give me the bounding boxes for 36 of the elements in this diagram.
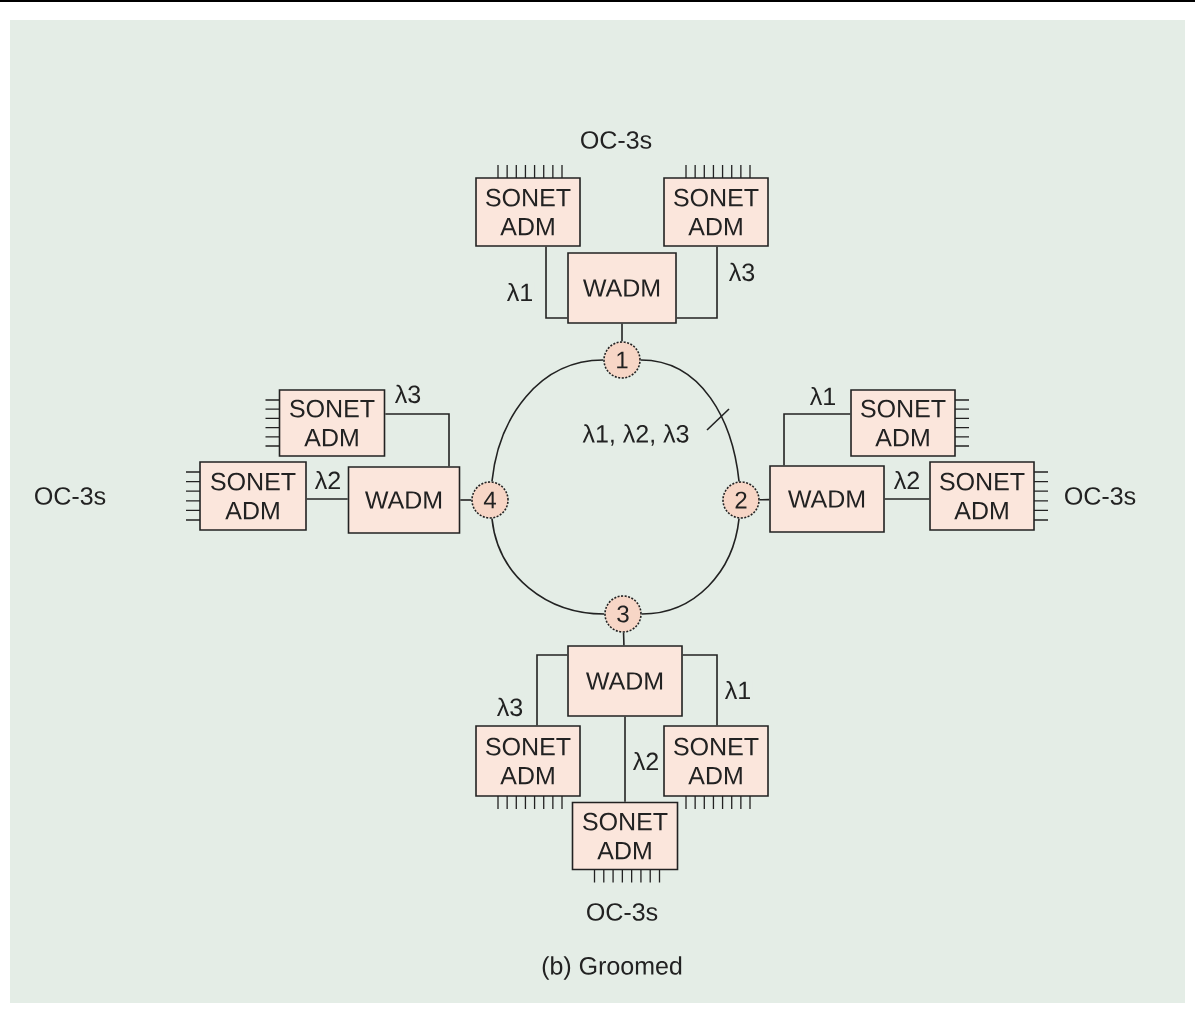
fiber-link [682,654,718,726]
port-label: OC-3s [1065,487,1136,505]
fiber-link [676,246,718,319]
fiber-link [759,498,770,501]
adm-box: SONET ADM [850,389,956,457]
wadm-box: WADM [567,645,683,717]
fiber-link [306,498,349,500]
fiber-link [536,654,568,726]
port-label: OC-3s [35,487,106,505]
fiber-link [621,323,623,342]
fiber-link [783,413,851,466]
port-label: OC-3s [587,903,658,921]
wadm-box: WADM [567,252,677,324]
wadm-box: WADM [769,465,885,533]
adm-box: SONET ADM [663,177,769,247]
adm-box: SONET ADM [475,725,581,797]
ring-fiber [491,517,605,615]
ring-fiber [641,517,740,615]
adm-box: SONET ADM [475,177,581,247]
port-label: OC-3s [581,131,652,149]
adm-box: SONET ADM [278,389,386,457]
ring-label: λ1, λ2, λ3 [582,424,689,446]
fiber-link [459,499,472,501]
adm-box: SONET ADM [571,801,679,871]
fiber-link [384,413,450,467]
adm-box: SONET ADM [199,461,307,531]
caption: (b) Groomed [542,956,682,980]
fiber-link [884,498,930,500]
adm-box: SONET ADM [929,461,1035,531]
ring-fiber [491,359,604,483]
ring-fiber [640,359,740,483]
fiber-link [622,632,625,646]
adm-box: SONET ADM [663,725,769,797]
fiber-link [545,246,568,319]
fiber-link [624,716,626,803]
wadm-box: WADM [347,466,461,534]
